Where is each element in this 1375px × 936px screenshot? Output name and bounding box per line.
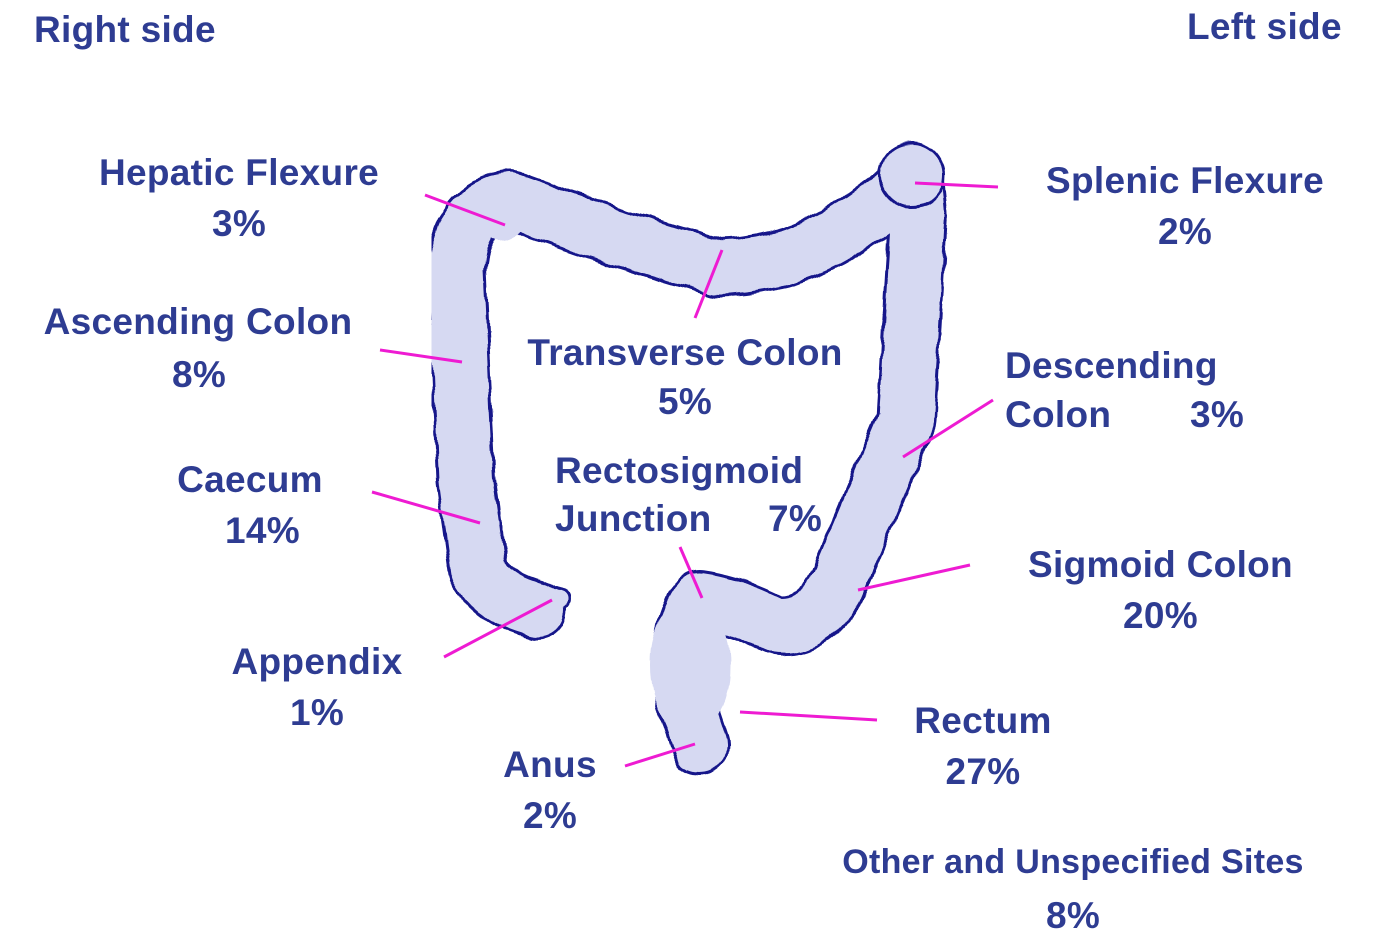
label-rectosigmoid: Rectosigmoid bbox=[555, 452, 803, 489]
label-splenic-flexure: Splenic Flexure 2% bbox=[1020, 162, 1350, 250]
rectosigmoid-name2: Junction bbox=[555, 500, 712, 537]
sigmoid-colon-pct: 20% bbox=[1003, 597, 1318, 634]
leader-rectum bbox=[740, 712, 877, 720]
anus-pct: 2% bbox=[490, 797, 610, 834]
transverse-colon-name: Transverse Colon bbox=[505, 334, 865, 371]
sigmoid-colon-name: Sigmoid Colon bbox=[1003, 546, 1318, 583]
other-sites-name: Other and Unspecified Sites bbox=[788, 845, 1358, 879]
label-hepatic-flexure: Hepatic Flexure 3% bbox=[72, 154, 406, 242]
splenic-flexure-pct: 2% bbox=[1020, 213, 1350, 250]
hepatic-flexure-pct: 3% bbox=[72, 205, 406, 242]
rectum-name: Rectum bbox=[898, 702, 1068, 739]
right-side-heading: Right side bbox=[34, 11, 216, 48]
transverse-colon-pct: 5% bbox=[505, 383, 865, 420]
label-transverse-colon: Transverse Colon 5% bbox=[505, 334, 865, 420]
label-anus: Anus 2% bbox=[490, 746, 610, 834]
descending-colon-pct: 3% bbox=[1190, 396, 1244, 433]
label-descending-colon: Descending bbox=[1005, 347, 1218, 384]
ascending-colon-pct: 8% bbox=[172, 356, 226, 393]
rectosigmoid-name1: Rectosigmoid bbox=[555, 452, 803, 489]
descending-colon-name2: Colon bbox=[1005, 396, 1111, 433]
other-sites-pct: 8% bbox=[788, 897, 1358, 934]
hepatic-flexure-name: Hepatic Flexure bbox=[72, 154, 406, 191]
appendix-pct: 1% bbox=[212, 694, 422, 731]
caecum-name: Caecum bbox=[150, 461, 350, 498]
label-ascending-colon: Ascending Colon bbox=[12, 303, 384, 340]
ascending-colon-name: Ascending Colon bbox=[12, 303, 384, 340]
anus-name: Anus bbox=[490, 746, 610, 783]
rectosigmoid-pct: 7% bbox=[768, 500, 822, 537]
colon-shape bbox=[456, 143, 944, 745]
left-side-heading: Left side bbox=[1187, 8, 1342, 45]
descending-colon-name1: Descending bbox=[1005, 347, 1218, 384]
label-rectum: Rectum 27% bbox=[898, 702, 1068, 790]
label-other-sites: Other and Unspecified Sites 8% bbox=[788, 845, 1358, 934]
label-caecum: Caecum 14% bbox=[150, 461, 350, 549]
splenic-flexure-name: Splenic Flexure bbox=[1020, 162, 1350, 199]
label-appendix: Appendix 1% bbox=[212, 643, 422, 731]
label-sigmoid-colon: Sigmoid Colon 20% bbox=[1003, 546, 1318, 634]
rectum-pct: 27% bbox=[898, 753, 1068, 790]
caecum-pct: 14% bbox=[175, 512, 350, 549]
appendix-name: Appendix bbox=[212, 643, 422, 680]
